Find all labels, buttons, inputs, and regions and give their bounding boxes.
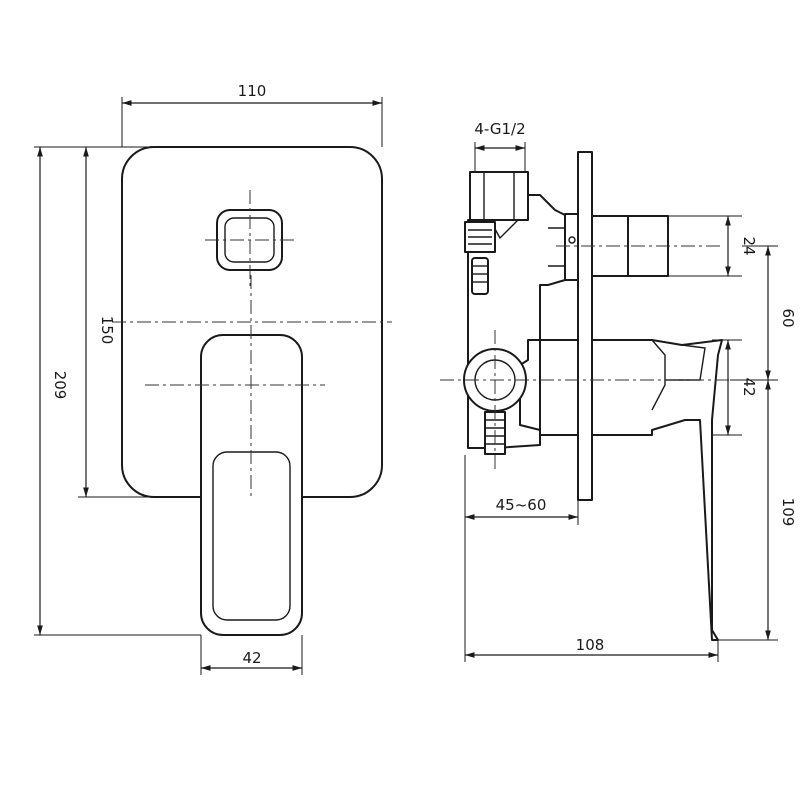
front-view	[112, 146, 392, 636]
dim-total-depth: 108	[576, 636, 605, 654]
top-inlet	[469, 171, 529, 221]
side-dimensions: 4-G1/2 24 60 42 109 45~60 108	[464, 120, 797, 662]
dim-thread-spec: 4-G1/2	[474, 120, 525, 138]
dim-handle-height: 42	[740, 377, 758, 396]
dim-total-height: 209	[51, 371, 69, 400]
side-view	[440, 151, 730, 641]
handle-profile	[591, 339, 723, 641]
dim-plate-height: 150	[98, 316, 116, 345]
wall-flange	[577, 151, 593, 501]
dim-front-width: 110	[238, 82, 267, 100]
dim-wall-depth: 45~60	[496, 496, 547, 514]
diverter-stem	[591, 215, 629, 277]
dim-handle-width: 42	[242, 649, 261, 667]
dim-handle-offset: 60	[779, 308, 797, 327]
dim-lever-length: 109	[779, 498, 797, 527]
front-dimensions: 110 150 209 42	[34, 82, 383, 675]
mounting-plate	[539, 339, 579, 436]
